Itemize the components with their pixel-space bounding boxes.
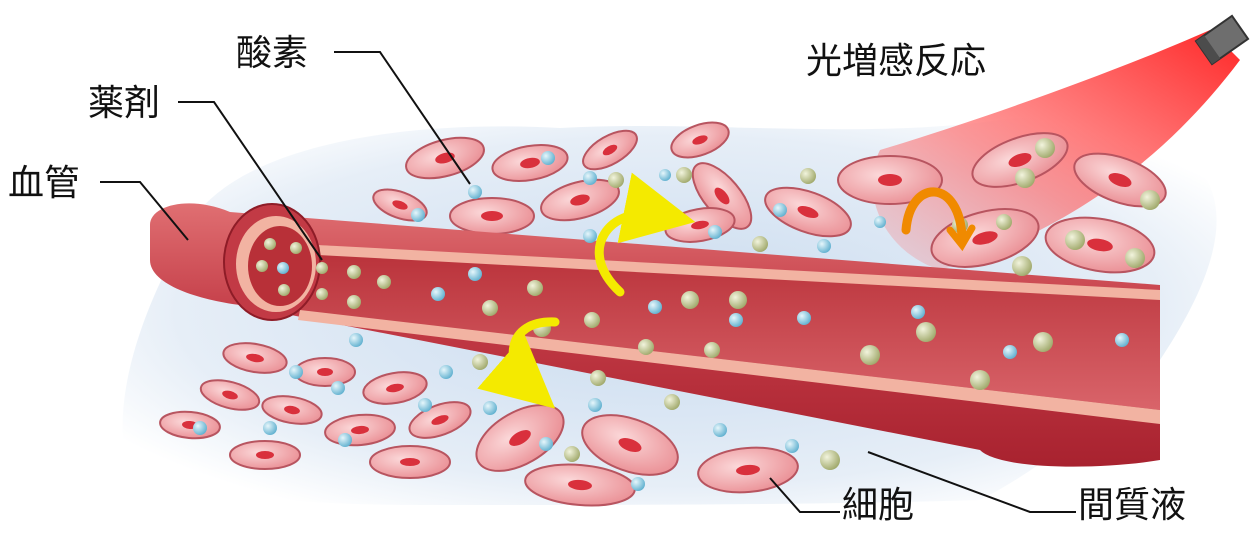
label-oxygen: 酸素 [236, 36, 308, 72]
label-blood-vessel: 血管 [8, 166, 80, 202]
label-drug: 薬剤 [88, 86, 160, 122]
label-cell: 細胞 [842, 488, 914, 524]
label-photosensitization-reaction: 光増感反応 [806, 44, 986, 80]
label-interstitial-fluid: 間質液 [1078, 488, 1186, 524]
